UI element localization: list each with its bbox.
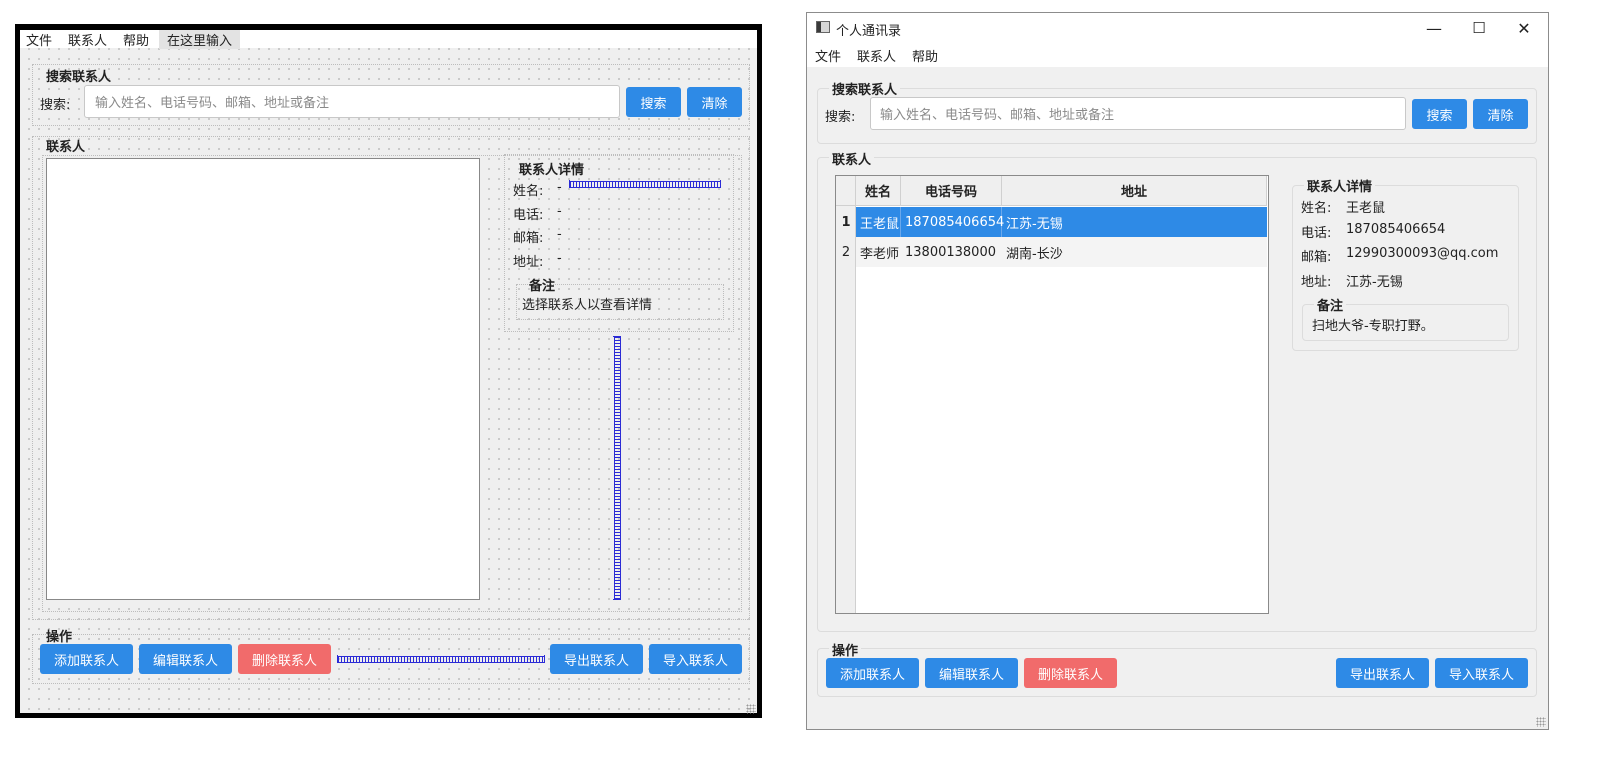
window-title: 个人通讯录 bbox=[836, 24, 902, 39]
ops-group bbox=[817, 648, 1537, 697]
app-icon bbox=[816, 21, 830, 33]
search-group-title: 搜索联系人 bbox=[829, 79, 901, 98]
ops-title: 操作 bbox=[829, 640, 862, 659]
export-contacts-button[interactable]: 导出联系人 bbox=[550, 644, 643, 674]
clear-button[interactable]: 清除 bbox=[687, 87, 742, 117]
phone-value: - bbox=[557, 204, 562, 219]
minimize-icon[interactable]: — bbox=[1426, 18, 1442, 38]
table-cell[interactable]: 李老师 bbox=[860, 246, 900, 262]
search-group bbox=[32, 64, 750, 126]
email-value: - bbox=[557, 227, 562, 242]
contacts-layout bbox=[42, 155, 742, 612]
header-address[interactable]: 地址 bbox=[1002, 176, 1267, 206]
menu-contacts[interactable]: 联系人 bbox=[857, 49, 897, 65]
notes-title: 备注 bbox=[529, 279, 556, 294]
close-icon[interactable]: ✕ bbox=[1517, 18, 1531, 38]
menu-contacts[interactable]: 联系人 bbox=[68, 33, 108, 49]
table-row[interactable] bbox=[856, 237, 1267, 267]
search-input[interactable]: 输入姓名、电话号码、邮箱、地址或备注 bbox=[84, 85, 620, 118]
table-cell[interactable]: 湖南-长沙 bbox=[1006, 246, 1063, 262]
search-group-title: 搜索联系人 bbox=[46, 70, 112, 85]
clear-button[interactable]: 清除 bbox=[1473, 99, 1528, 129]
contacts-group bbox=[817, 157, 1537, 632]
app-menubar: 文件 联系人 帮助 bbox=[807, 43, 1548, 67]
export-contacts-button[interactable]: 导出联系人 bbox=[1336, 658, 1429, 688]
add-contact-button[interactable]: 添加联系人 bbox=[40, 644, 133, 674]
designer-menubar: 文件 联系人 帮助 在这里输入 bbox=[20, 29, 757, 49]
menu-help[interactable]: 帮助 bbox=[912, 49, 939, 65]
add-contact-button[interactable]: 添加联系人 bbox=[826, 658, 919, 688]
header-name[interactable]: 姓名 bbox=[856, 176, 901, 206]
name-value: 王老鼠 bbox=[1346, 201, 1386, 216]
ops-group bbox=[32, 634, 750, 684]
search-input[interactable]: 输入姓名、电话号码、邮箱、地址或备注 bbox=[870, 97, 1406, 130]
details-vertical-spacer bbox=[613, 336, 621, 600]
designer-form: 文件 联系人 帮助 在这里输入 搜索联系人 搜索: 输入姓名、电话号码、邮箱、地… bbox=[15, 24, 762, 718]
menu-file[interactable]: 文件 bbox=[26, 33, 53, 49]
notes-text: 扫地大爷-专职打野。 bbox=[1312, 319, 1434, 334]
table-corner[interactable] bbox=[836, 176, 856, 206]
address-label: 地址: bbox=[513, 255, 544, 270]
edit-contact-button[interactable]: 编辑联系人 bbox=[925, 658, 1018, 688]
email-label: 邮箱: bbox=[1301, 250, 1332, 265]
resize-grip[interactable] bbox=[1536, 717, 1546, 727]
address-label: 地址: bbox=[1301, 275, 1332, 290]
name-value: - bbox=[557, 180, 562, 195]
table-cell[interactable]: 江苏-无锡 bbox=[1006, 216, 1063, 232]
search-button[interactable]: 搜索 bbox=[626, 87, 681, 117]
contacts-table[interactable]: 姓名 电话号码 地址 1 王老鼠 187085406654 江苏-无锡 2 李老… bbox=[835, 175, 1269, 614]
search-label: 搜索: bbox=[40, 98, 71, 113]
title-bar: 个人通讯录 — ☐ ✕ bbox=[807, 13, 1548, 43]
row-number[interactable]: 1 bbox=[841, 214, 851, 230]
phone-label: 电话: bbox=[513, 208, 544, 223]
notes-group bbox=[516, 284, 724, 320]
table-row-selected[interactable] bbox=[856, 207, 1267, 237]
ops-title: 操作 bbox=[46, 630, 73, 645]
details-group bbox=[504, 154, 734, 332]
menu-type-here[interactable]: 在这里输入 bbox=[159, 29, 241, 49]
contacts-group bbox=[32, 136, 750, 620]
import-contacts-button[interactable]: 导入联系人 bbox=[649, 644, 742, 674]
address-value: - bbox=[557, 251, 562, 266]
edit-contact-button[interactable]: 编辑联系人 bbox=[139, 644, 232, 674]
table-cell[interactable]: 13800138000 bbox=[905, 244, 996, 260]
row-number[interactable]: 2 bbox=[841, 244, 851, 260]
notes-title: 备注 bbox=[1314, 295, 1347, 314]
header-phone[interactable]: 电话号码 bbox=[901, 176, 1002, 206]
table-cell[interactable]: 187085406654 bbox=[901, 207, 1004, 237]
delete-contact-button[interactable]: 删除联系人 bbox=[238, 644, 331, 674]
menu-file[interactable]: 文件 bbox=[815, 49, 842, 65]
details-title: 联系人详情 bbox=[1304, 176, 1376, 195]
table-cell[interactable]: 王老鼠 bbox=[856, 207, 901, 237]
import-contacts-button[interactable]: 导入联系人 bbox=[1435, 658, 1528, 688]
menu-help[interactable]: 帮助 bbox=[123, 33, 150, 49]
phone-value: 187085406654 bbox=[1346, 222, 1446, 237]
contacts-group-title: 联系人 bbox=[46, 140, 86, 155]
address-value: 江苏-无锡 bbox=[1346, 275, 1403, 290]
email-label: 邮箱: bbox=[513, 231, 544, 246]
ops-horizontal-spacer bbox=[337, 655, 545, 663]
phone-label: 电话: bbox=[1301, 226, 1332, 241]
table-row-header bbox=[836, 206, 856, 613]
maximize-icon[interactable]: ☐ bbox=[1472, 19, 1486, 37]
details-title: 联系人详情 bbox=[519, 163, 585, 178]
resize-grip[interactable] bbox=[746, 704, 756, 714]
search-group bbox=[817, 88, 1537, 144]
details-group bbox=[1292, 185, 1519, 351]
email-value: 12990300093@qq.com bbox=[1346, 246, 1499, 261]
name-label: 姓名: bbox=[513, 184, 544, 199]
contacts-list[interactable] bbox=[46, 158, 480, 600]
contacts-group-title: 联系人 bbox=[829, 149, 875, 168]
notes-group bbox=[1302, 304, 1509, 341]
search-button[interactable]: 搜索 bbox=[1412, 99, 1467, 129]
search-label: 搜索: bbox=[825, 110, 856, 125]
notes-text: 选择联系人以查看详情 bbox=[522, 298, 653, 313]
delete-contact-button[interactable]: 删除联系人 bbox=[1024, 658, 1117, 688]
app-window: 个人通讯录 — ☐ ✕ 文件 联系人 帮助 搜索联系人 搜索: 输入姓名、电话号… bbox=[806, 12, 1549, 730]
name-label: 姓名: bbox=[1301, 201, 1332, 216]
details-horizontal-spacer bbox=[569, 180, 721, 188]
